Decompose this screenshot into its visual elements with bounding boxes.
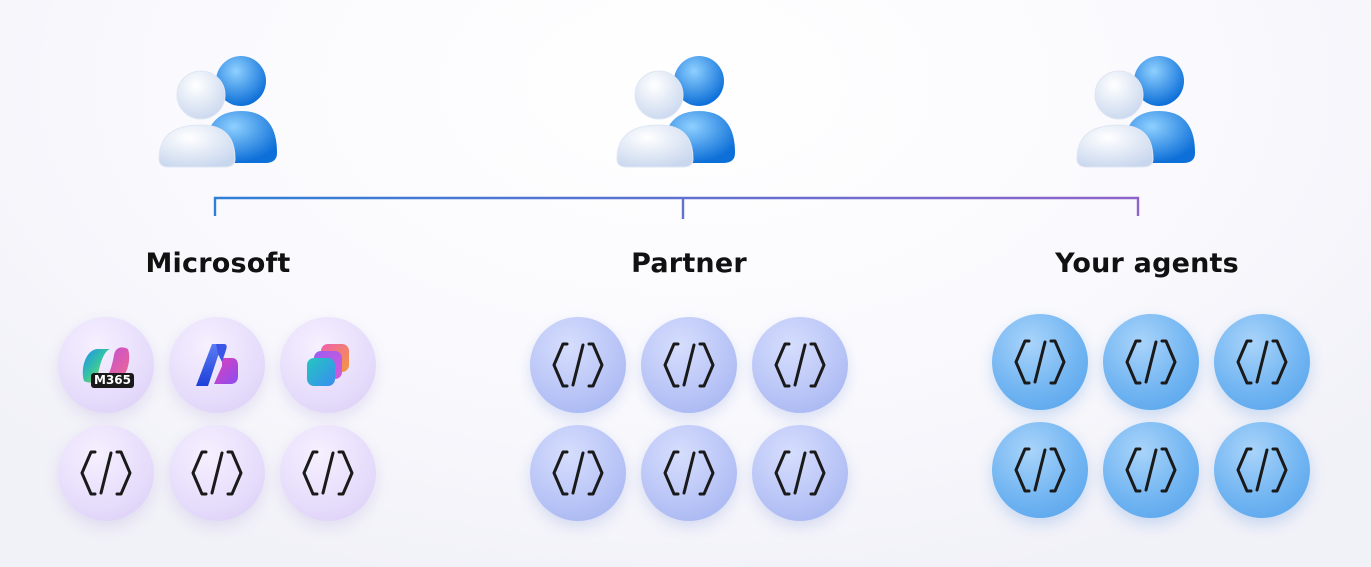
- agent-app[interactable]: [752, 425, 848, 521]
- agent-app[interactable]: [1214, 422, 1310, 518]
- agent-app[interactable]: [992, 314, 1088, 410]
- agent-app[interactable]: [530, 317, 626, 413]
- partner-app-grid: [530, 317, 848, 521]
- agent-icon: [1236, 447, 1288, 493]
- users-icon: [613, 45, 743, 175]
- azure-foundry-app[interactable]: [169, 317, 265, 413]
- m365-badge: M365: [91, 373, 134, 388]
- agent-app[interactable]: [280, 425, 376, 521]
- agent-icon: [663, 342, 715, 388]
- copilot-m365-app[interactable]: M365: [58, 317, 154, 413]
- agent-icon: [1236, 339, 1288, 385]
- agent-icon: [80, 450, 132, 496]
- microsoft-app-grid: M365: [58, 317, 376, 521]
- agent-icon: [774, 342, 826, 388]
- agent-app[interactable]: [58, 425, 154, 521]
- your-agents-app-grid: [992, 314, 1310, 518]
- copilot-m365-icon: [82, 347, 130, 383]
- group-title-microsoft: Microsoft: [145, 248, 291, 279]
- agent-app[interactable]: [1103, 422, 1199, 518]
- azure-foundry-icon: [196, 344, 238, 386]
- agent-app[interactable]: [641, 425, 737, 521]
- group-title-your-agents: Your agents: [1055, 248, 1239, 279]
- agent-icon: [302, 450, 354, 496]
- agent-icon: [1125, 339, 1177, 385]
- agent-app[interactable]: [169, 425, 265, 521]
- agent-icon: [663, 450, 715, 496]
- copilot-studio-app[interactable]: [280, 317, 376, 413]
- agent-icon: [774, 450, 826, 496]
- agent-app[interactable]: [1103, 314, 1199, 410]
- agent-icon: [191, 450, 243, 496]
- agent-icon: [1014, 447, 1066, 493]
- users-icon: [1073, 45, 1203, 175]
- agent-icon: [1125, 447, 1177, 493]
- copilot-studio-icon: [307, 344, 349, 386]
- agent-app[interactable]: [530, 425, 626, 521]
- agent-icon: [1014, 339, 1066, 385]
- users-icon: [155, 45, 285, 175]
- group-title-partner: Partner: [631, 248, 747, 279]
- agent-app[interactable]: [641, 317, 737, 413]
- agent-app[interactable]: [992, 422, 1088, 518]
- agent-icon: [552, 342, 604, 388]
- agent-app[interactable]: [1214, 314, 1310, 410]
- agent-app[interactable]: [752, 317, 848, 413]
- agent-icon: [552, 450, 604, 496]
